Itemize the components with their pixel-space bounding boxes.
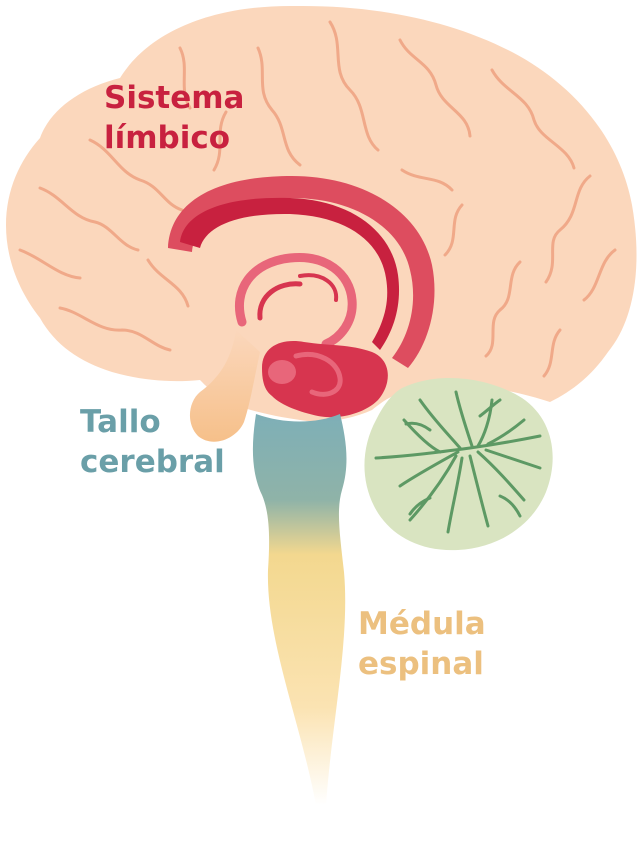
cingulate-arc — [168, 176, 435, 368]
hippocampus — [262, 341, 388, 418]
label-limbic-system: Sistema límbico — [104, 78, 244, 158]
label-limbic-line2: límbico — [104, 120, 231, 156]
limbic-system — [168, 176, 435, 418]
label-brainstem-line2: cerebral — [80, 444, 225, 480]
cerebellum — [364, 377, 553, 551]
label-spinal-line2: espinal — [358, 646, 484, 682]
fornix-arc — [180, 197, 400, 350]
label-spinal-cord: Médula espinal — [358, 604, 486, 684]
pituitary-stalk — [189, 330, 260, 442]
gyri-lines — [18, 20, 617, 378]
label-spinal-line1: Médula — [358, 606, 486, 642]
brainstem-and-spinal-cord — [252, 414, 347, 805]
label-brainstem-line1: Tallo — [80, 404, 161, 440]
label-brainstem: Tallo cerebral — [80, 402, 225, 482]
label-limbic-line1: Sistema — [104, 80, 245, 116]
